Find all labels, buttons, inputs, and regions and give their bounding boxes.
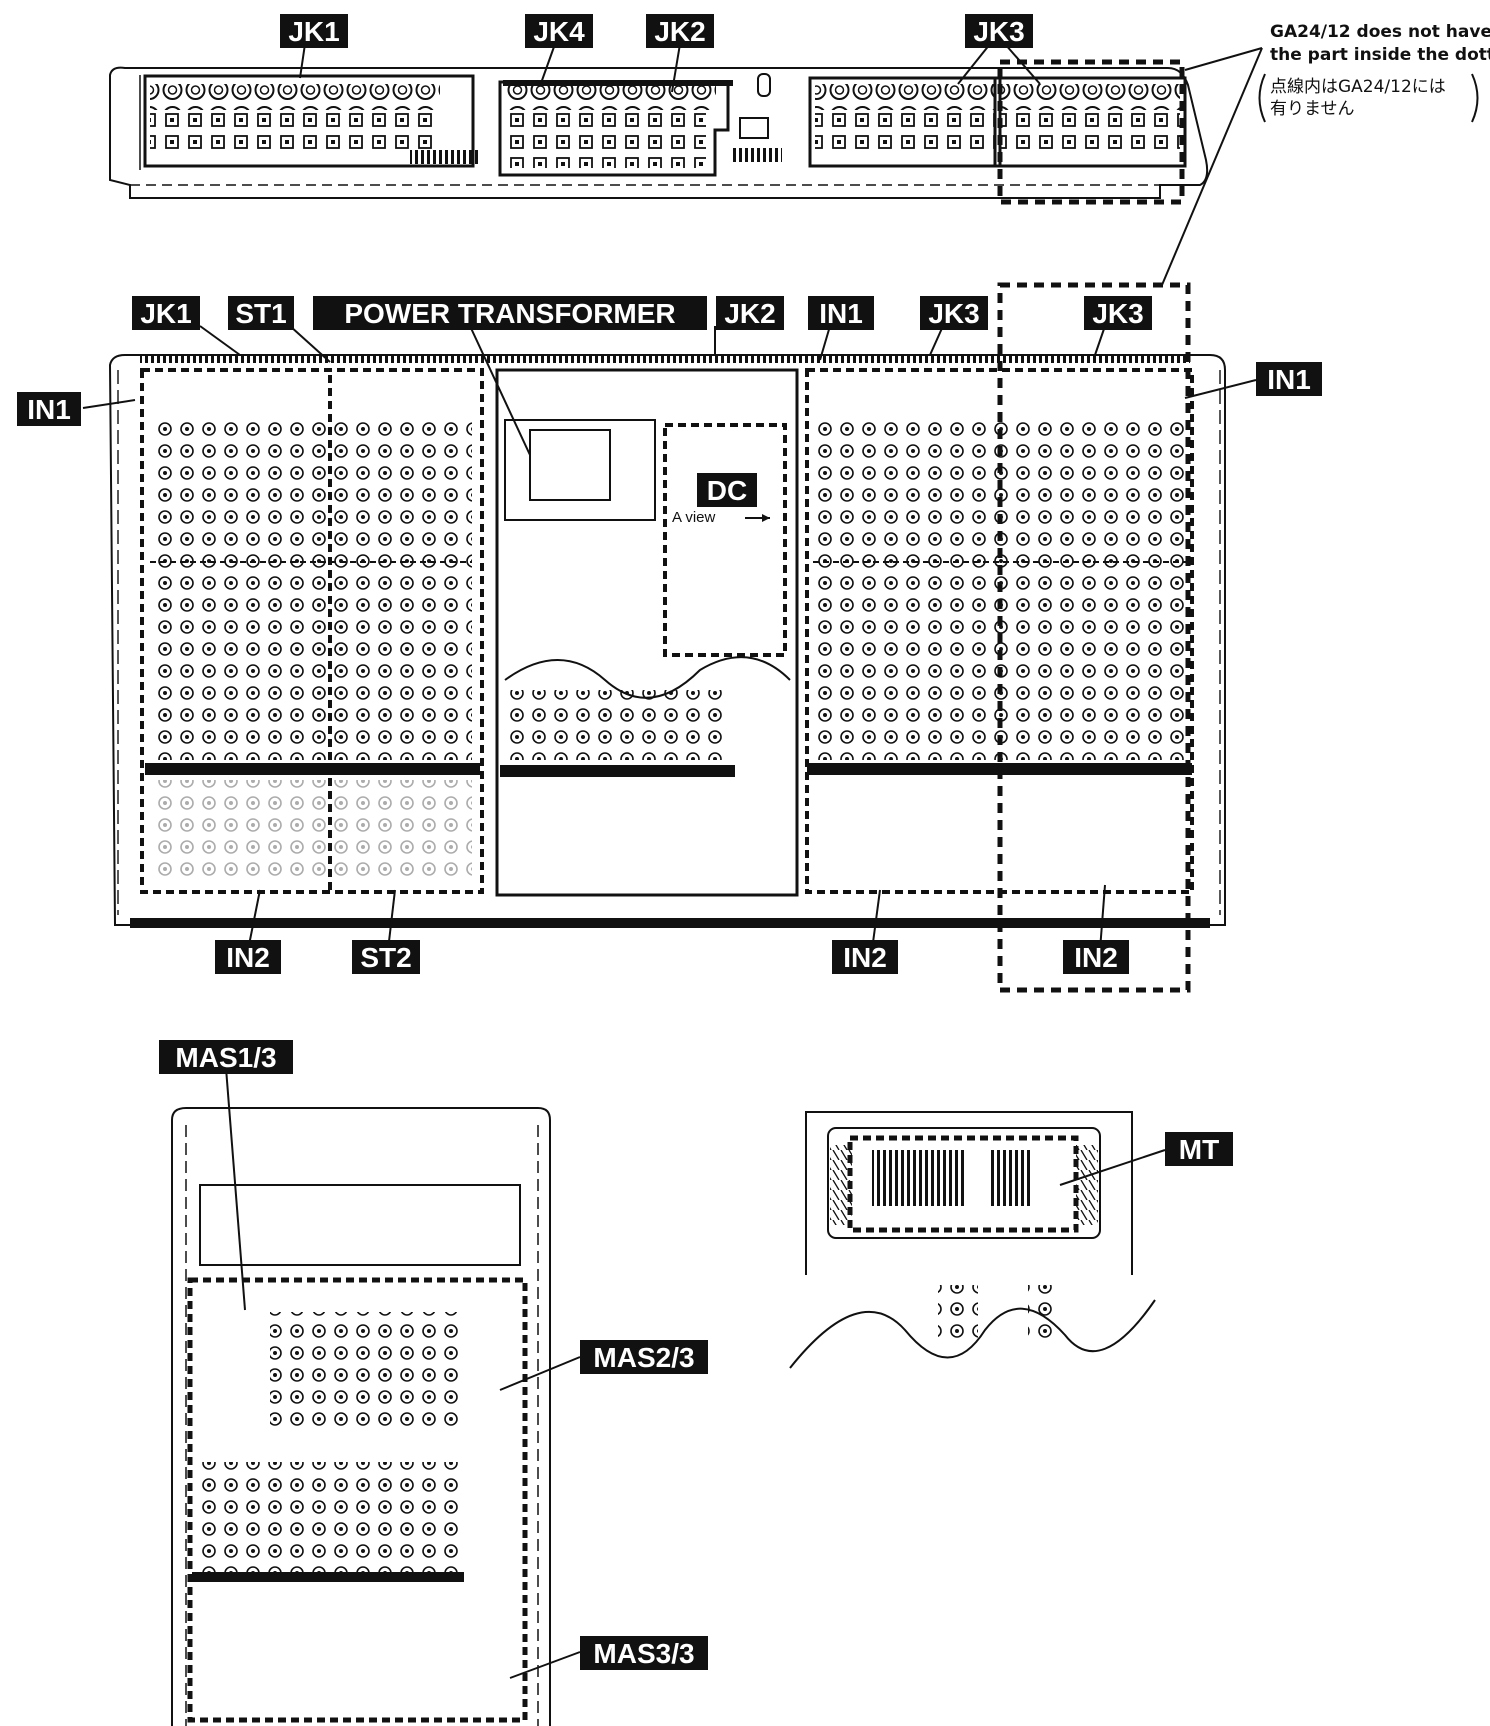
svg-text:IN1: IN1 <box>27 394 71 425</box>
label-dc: DC <box>697 473 757 507</box>
label-top-jk2: JK2 <box>646 14 714 48</box>
label-mid-jk1: JK1 <box>132 296 200 330</box>
label-top-jk3: JK3 <box>965 14 1033 48</box>
svg-text:POWER TRANSFORMER: POWER TRANSFORMER <box>344 298 675 329</box>
label-bottom-in2c: IN2 <box>1063 940 1129 974</box>
ga24-note: GA24/12 does not have the part inside th… <box>1258 22 1490 123</box>
label-mid-jk3a: JK3 <box>920 296 988 330</box>
label-bottom-st2: ST2 <box>352 940 420 974</box>
label-bottom-in2b: IN2 <box>832 940 898 974</box>
main-top-view <box>108 282 1226 993</box>
svg-text:IN2: IN2 <box>843 942 887 973</box>
svg-text:DC: DC <box>707 475 747 506</box>
svg-text:MAS2/3: MAS2/3 <box>593 1342 694 1373</box>
leader-lines <box>82 43 1263 1679</box>
label-mas3: MAS3/3 <box>580 1636 708 1670</box>
svg-text:JK3: JK3 <box>928 298 979 329</box>
svg-text:JK2: JK2 <box>724 298 775 329</box>
svg-text:IN1: IN1 <box>819 298 863 329</box>
svg-text:the part inside the dotted.: the part inside the dotted. <box>1270 45 1490 65</box>
label-bottom-in2a: IN2 <box>215 940 281 974</box>
label-right-in1: IN1 <box>1256 362 1322 396</box>
label-mt: MT <box>1165 1132 1233 1166</box>
svg-text:JK1: JK1 <box>288 16 339 47</box>
label-top-jk4: JK4 <box>525 14 593 48</box>
svg-text:MAS1/3: MAS1/3 <box>175 1042 276 1073</box>
label-mid-st1: ST1 <box>228 296 294 330</box>
label-mas2: MAS2/3 <box>580 1340 708 1374</box>
svg-text:JK1: JK1 <box>140 298 191 329</box>
meter-section-view <box>789 1111 1156 1369</box>
label-power-transformer: POWER TRANSFORMER <box>313 296 707 330</box>
label-a-view: A view <box>672 509 716 526</box>
label-left-in1: IN1 <box>17 392 81 426</box>
svg-text:GA24/12 does not have: GA24/12 does not have <box>1270 22 1490 42</box>
svg-text:JK3: JK3 <box>1092 298 1143 329</box>
rear-panel-view <box>109 59 1209 205</box>
svg-text:MT: MT <box>1179 1134 1219 1165</box>
svg-text:ST2: ST2 <box>360 942 411 973</box>
label-mid-jk3b: JK3 <box>1084 296 1152 330</box>
label-top-jk1: JK1 <box>280 14 348 48</box>
master-section-view <box>171 1107 551 1726</box>
svg-text:JK2: JK2 <box>654 16 705 47</box>
svg-text:有りません: 有りません <box>1270 99 1355 119</box>
svg-text:MAS3/3: MAS3/3 <box>593 1638 694 1669</box>
label-mid-jk2: JK2 <box>716 296 784 330</box>
svg-text:ST1: ST1 <box>235 298 286 329</box>
svg-text:IN2: IN2 <box>226 942 270 973</box>
component-labels: JK1 JK4 JK2 JK3 JK1 ST1 POWER TRANSFORME… <box>17 14 1322 1670</box>
label-mas1: MAS1/3 <box>159 1040 293 1074</box>
label-mid-in1: IN1 <box>808 296 874 330</box>
svg-text:IN2: IN2 <box>1074 942 1118 973</box>
svg-text:点線内はGA24/12には: 点線内はGA24/12には <box>1270 77 1446 97</box>
svg-text:JK3: JK3 <box>973 16 1024 47</box>
svg-text:IN1: IN1 <box>1267 364 1311 395</box>
svg-text:JK4: JK4 <box>533 16 585 47</box>
